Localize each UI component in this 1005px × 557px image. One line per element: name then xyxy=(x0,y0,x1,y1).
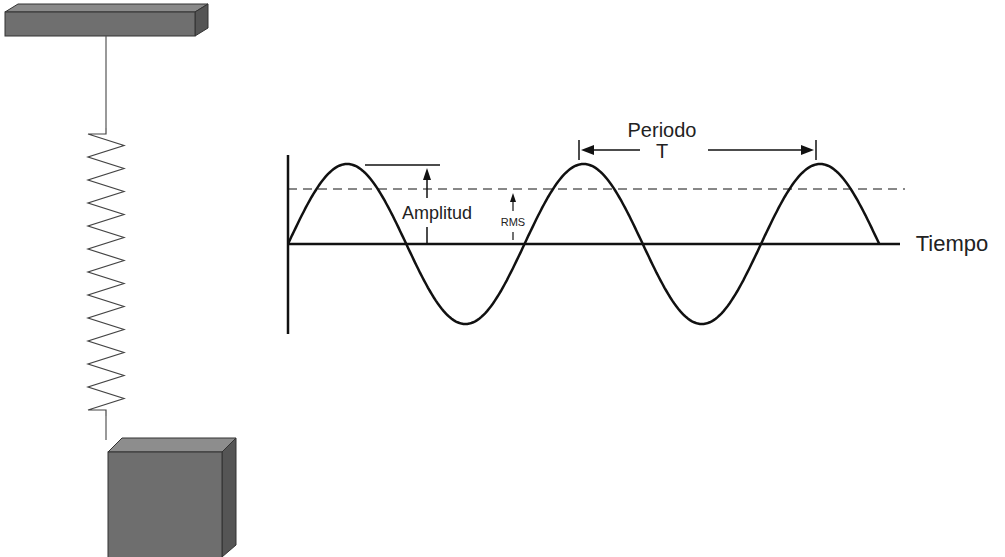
arrowhead xyxy=(801,145,814,155)
period-arrow xyxy=(708,149,806,151)
rms-arrow xyxy=(512,201,513,211)
wire xyxy=(105,36,106,128)
arrowhead xyxy=(423,168,431,180)
mass-side xyxy=(222,438,236,557)
mass-top xyxy=(108,438,236,452)
period-label: Periodo xyxy=(628,120,697,140)
amplitude-arrow xyxy=(426,178,428,198)
axis-label: Tiempo xyxy=(916,233,989,255)
period-tick xyxy=(578,140,580,160)
rms-tick xyxy=(512,232,513,240)
rms-label: RMS xyxy=(499,216,527,229)
wire xyxy=(105,416,106,440)
time-axis xyxy=(288,243,900,246)
amplitude-arrow xyxy=(426,227,428,244)
mass-front xyxy=(108,452,222,557)
arrowhead xyxy=(510,193,516,202)
spring-coil xyxy=(88,128,124,416)
period-tick xyxy=(815,140,817,160)
sine-wave xyxy=(288,164,879,324)
amplitude-level xyxy=(365,164,440,166)
period-symbol: T xyxy=(656,141,668,161)
ceiling-front xyxy=(5,12,195,36)
rms-level xyxy=(288,189,905,190)
amplitude-label: Amplitud xyxy=(400,203,474,223)
ceiling-side xyxy=(195,4,208,36)
ceiling-top xyxy=(5,4,208,12)
arrowhead xyxy=(581,145,594,155)
period-arrow xyxy=(590,149,640,151)
